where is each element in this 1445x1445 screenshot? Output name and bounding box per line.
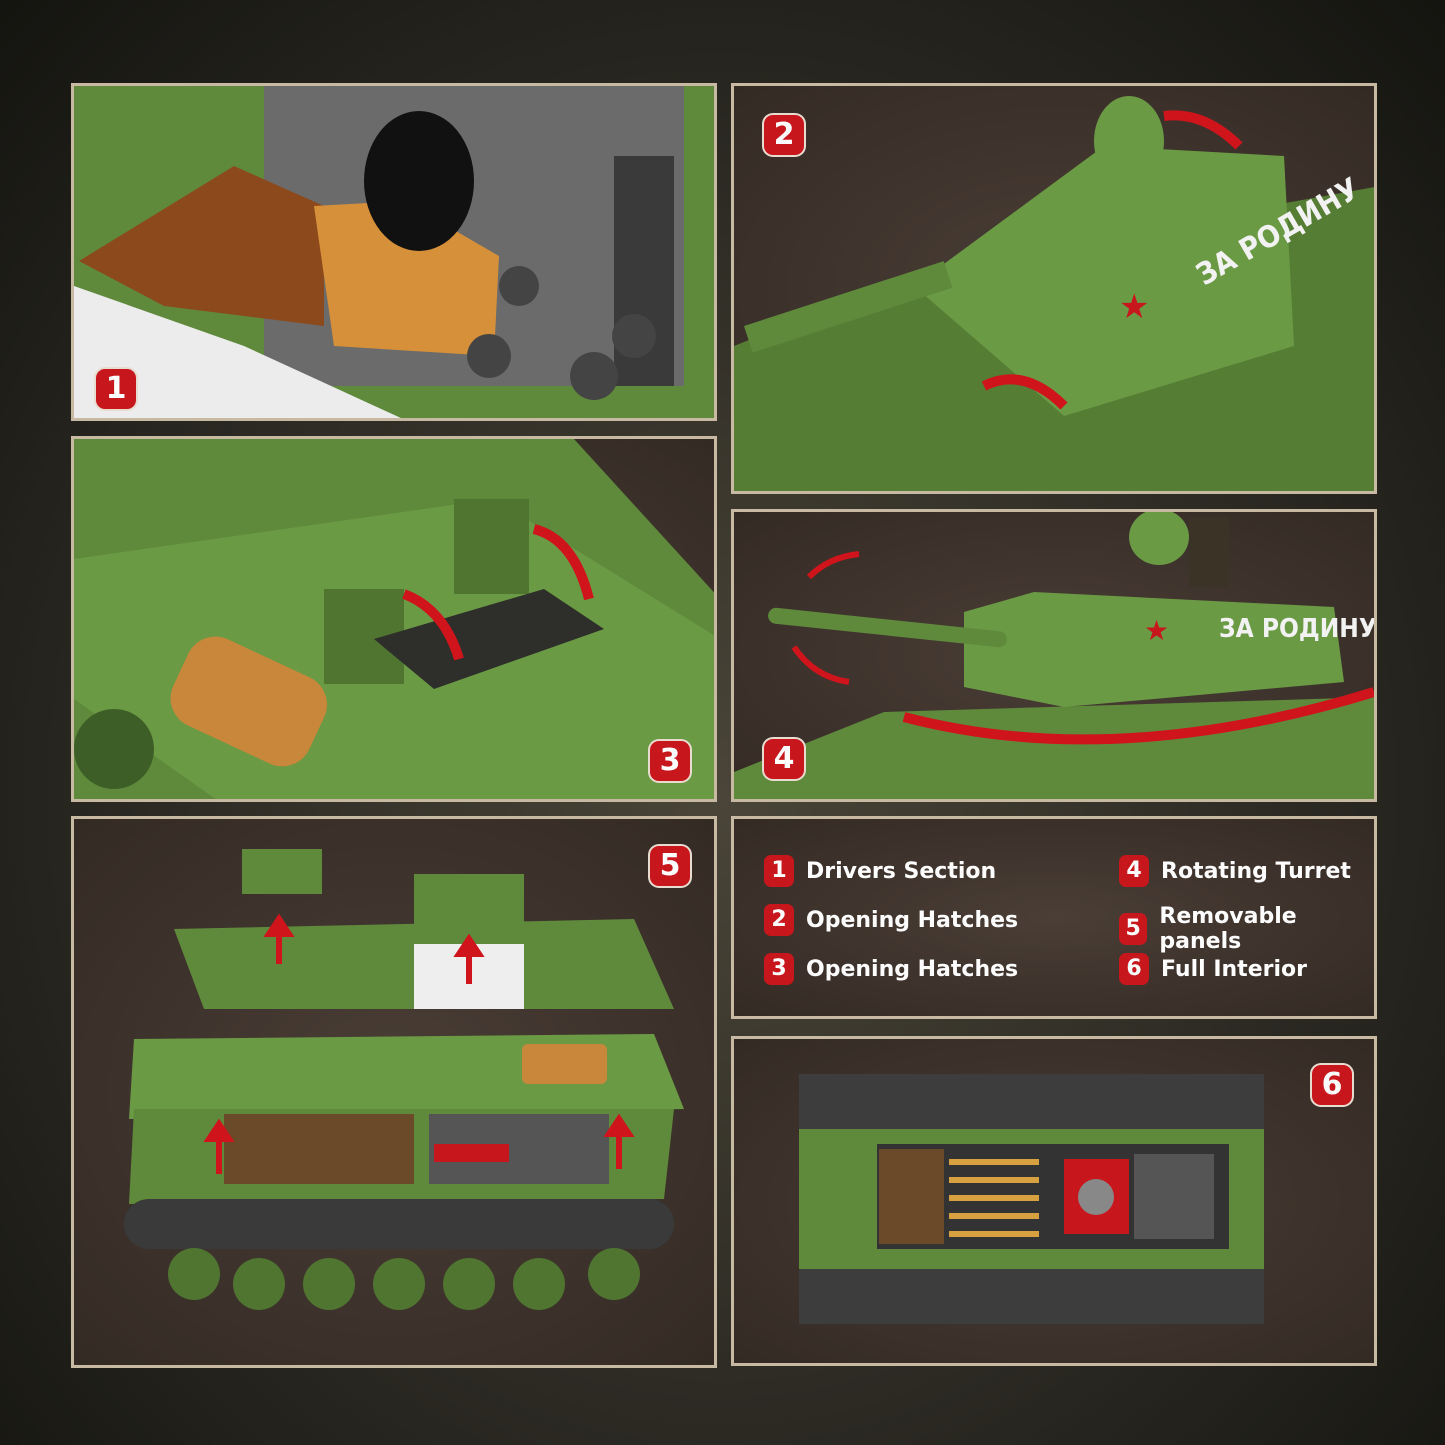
turret-slogan: ЗА РОДИНУ <box>1219 614 1377 644</box>
panel-drivers-section: 1 <box>71 83 717 421</box>
drivers-section-image <box>74 86 714 418</box>
panel-rotating-turret: ЗА РОДИНУ ★ 4 <box>731 509 1377 802</box>
legend-number: 5 <box>1119 913 1148 945</box>
rear-hatch-image <box>74 439 714 799</box>
panel-badge: 6 <box>1312 1065 1352 1105</box>
full-interior-image <box>799 1074 1264 1324</box>
panel-removable-panels: 5 <box>71 816 717 1368</box>
panel-opening-hatches-rear: 3 <box>71 436 717 802</box>
red-star-icon: ★ <box>1119 287 1149 327</box>
rotating-turret-image: ЗА РОДИНУ ★ <box>734 512 1377 799</box>
panel-badge: 1 <box>96 369 136 409</box>
legend-number: 3 <box>764 953 794 985</box>
legend-label: Rotating Turret <box>1161 858 1351 884</box>
panel-badge: 3 <box>650 741 690 781</box>
legend-item: 5 Removable panels <box>1119 904 1374 954</box>
legend-number: 4 <box>1119 855 1149 887</box>
legend-item: 4 Rotating Turret <box>1119 855 1351 887</box>
legend-number: 1 <box>764 855 794 887</box>
panel-badge: 2 <box>764 115 804 155</box>
panel-full-interior: 6 <box>731 1036 1377 1366</box>
legend-number: 6 <box>1119 953 1149 985</box>
removable-panels-image <box>124 849 684 1310</box>
legend-item: 3 Opening Hatches <box>764 953 1018 985</box>
legend-item: 2 Opening Hatches <box>764 904 1018 936</box>
legend-item: 1 Drivers Section <box>764 855 996 887</box>
legend-number: 2 <box>764 904 794 936</box>
panel-badge: 5 <box>650 846 690 886</box>
legend-label: Opening Hatches <box>806 907 1019 933</box>
panel-badge: 4 <box>764 739 804 779</box>
feature-legend: 1 Drivers Section 2 Opening Hatches 3 Op… <box>731 816 1377 1019</box>
legend-item: 6 Full Interior <box>1119 953 1307 985</box>
legend-label: Drivers Section <box>806 858 997 884</box>
panel-opening-hatches-top: ЗА РОДИНУ ★ 2 <box>731 83 1377 494</box>
turret-hatch-image: ЗА РОДИНУ ★ <box>734 96 1374 491</box>
legend-label: Removable panels <box>1159 904 1297 954</box>
legend-label: Opening Hatches <box>806 956 1019 982</box>
legend-label: Full Interior <box>1161 956 1307 982</box>
red-star-icon: ★ <box>1144 614 1169 647</box>
